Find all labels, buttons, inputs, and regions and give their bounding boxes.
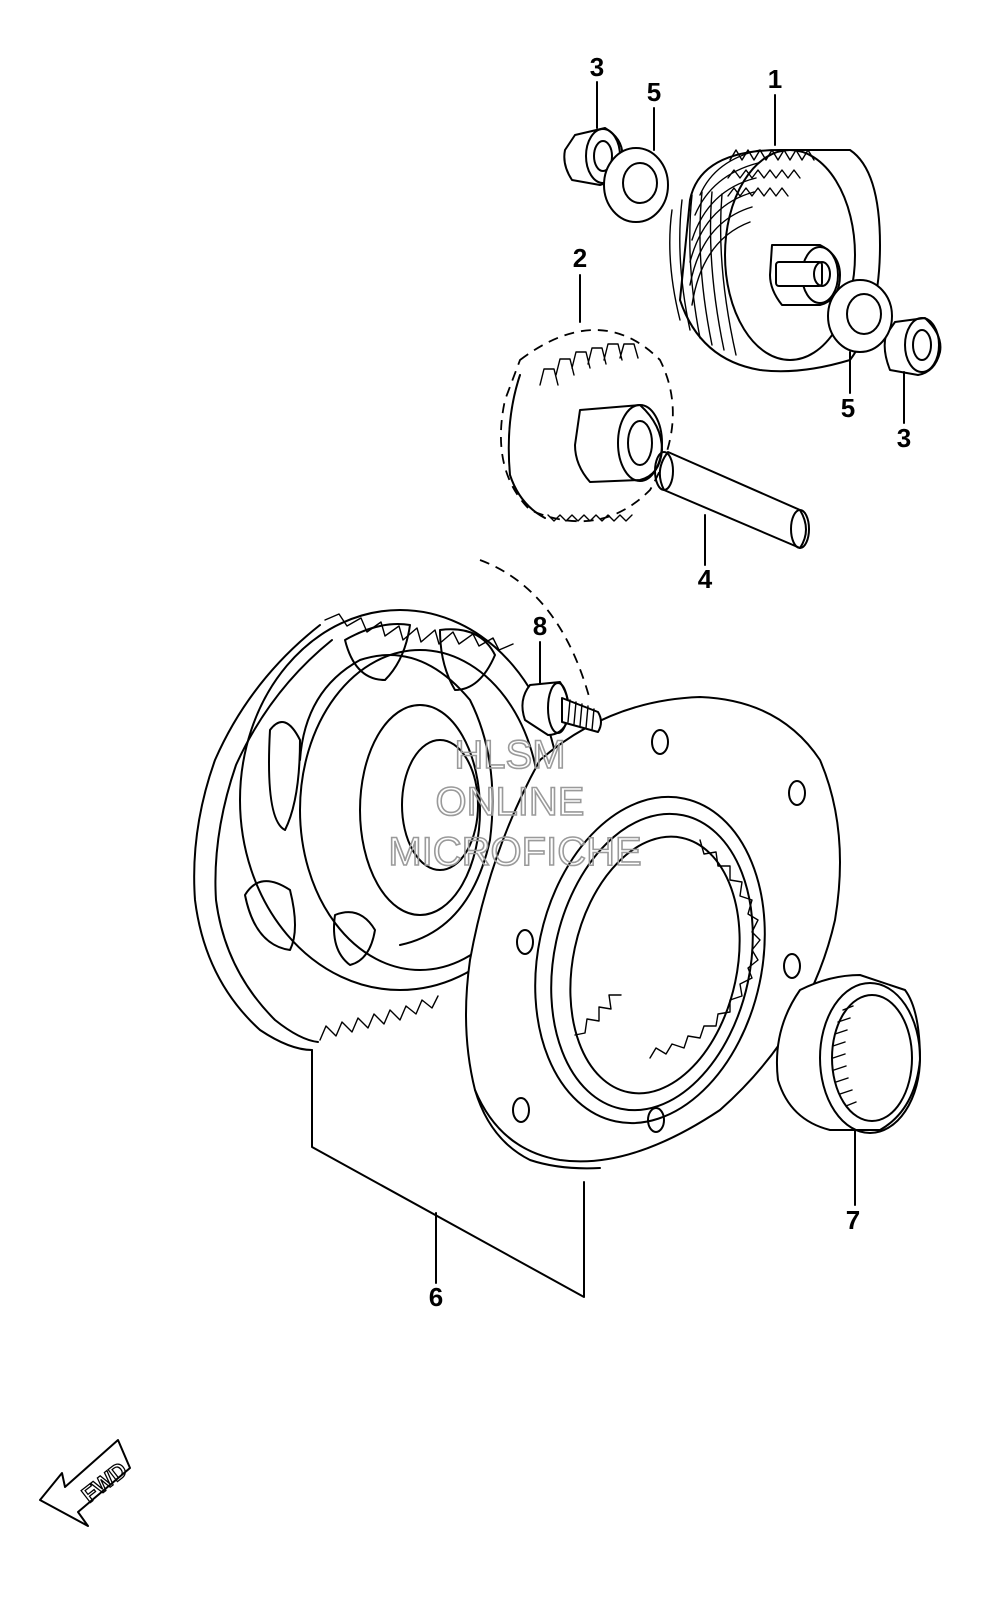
- callout-6: 6: [429, 1282, 443, 1312]
- part-5-washer-lower[interactable]: [827, 279, 893, 353]
- part-8-bolt[interactable]: [521, 681, 602, 736]
- callout-7: 7: [846, 1205, 860, 1235]
- callout-5-upper: 5: [647, 77, 661, 107]
- callout-8: 8: [533, 611, 547, 641]
- fwd-direction-indicator: FWD: [39, 1439, 132, 1527]
- watermark-line-2: ONLINE: [436, 780, 585, 824]
- part-5-washer-upper[interactable]: [603, 147, 669, 223]
- arrow-down-left-icon: [39, 1439, 131, 1527]
- part-4-shaft[interactable]: [654, 451, 810, 549]
- callout-3-upper: 3: [590, 52, 604, 82]
- callout-2: 2: [573, 243, 587, 273]
- part-7-needle-bearing[interactable]: [775, 974, 921, 1134]
- callout-1: 1: [768, 64, 782, 94]
- callout-4: 4: [698, 564, 713, 594]
- leader-lines: [311, 81, 905, 1298]
- callout-5-lower: 5: [841, 393, 855, 423]
- part-6-one-way-clutch-housing[interactable]: [465, 696, 841, 1170]
- part-3-spacer-lower[interactable]: [883, 317, 942, 376]
- watermark-line-3: MICROFICHE: [388, 830, 641, 874]
- callout-3-lower: 3: [897, 423, 911, 453]
- watermark-line-1: HLSM: [454, 733, 565, 777]
- part-2-idler-gear[interactable]: [500, 329, 674, 523]
